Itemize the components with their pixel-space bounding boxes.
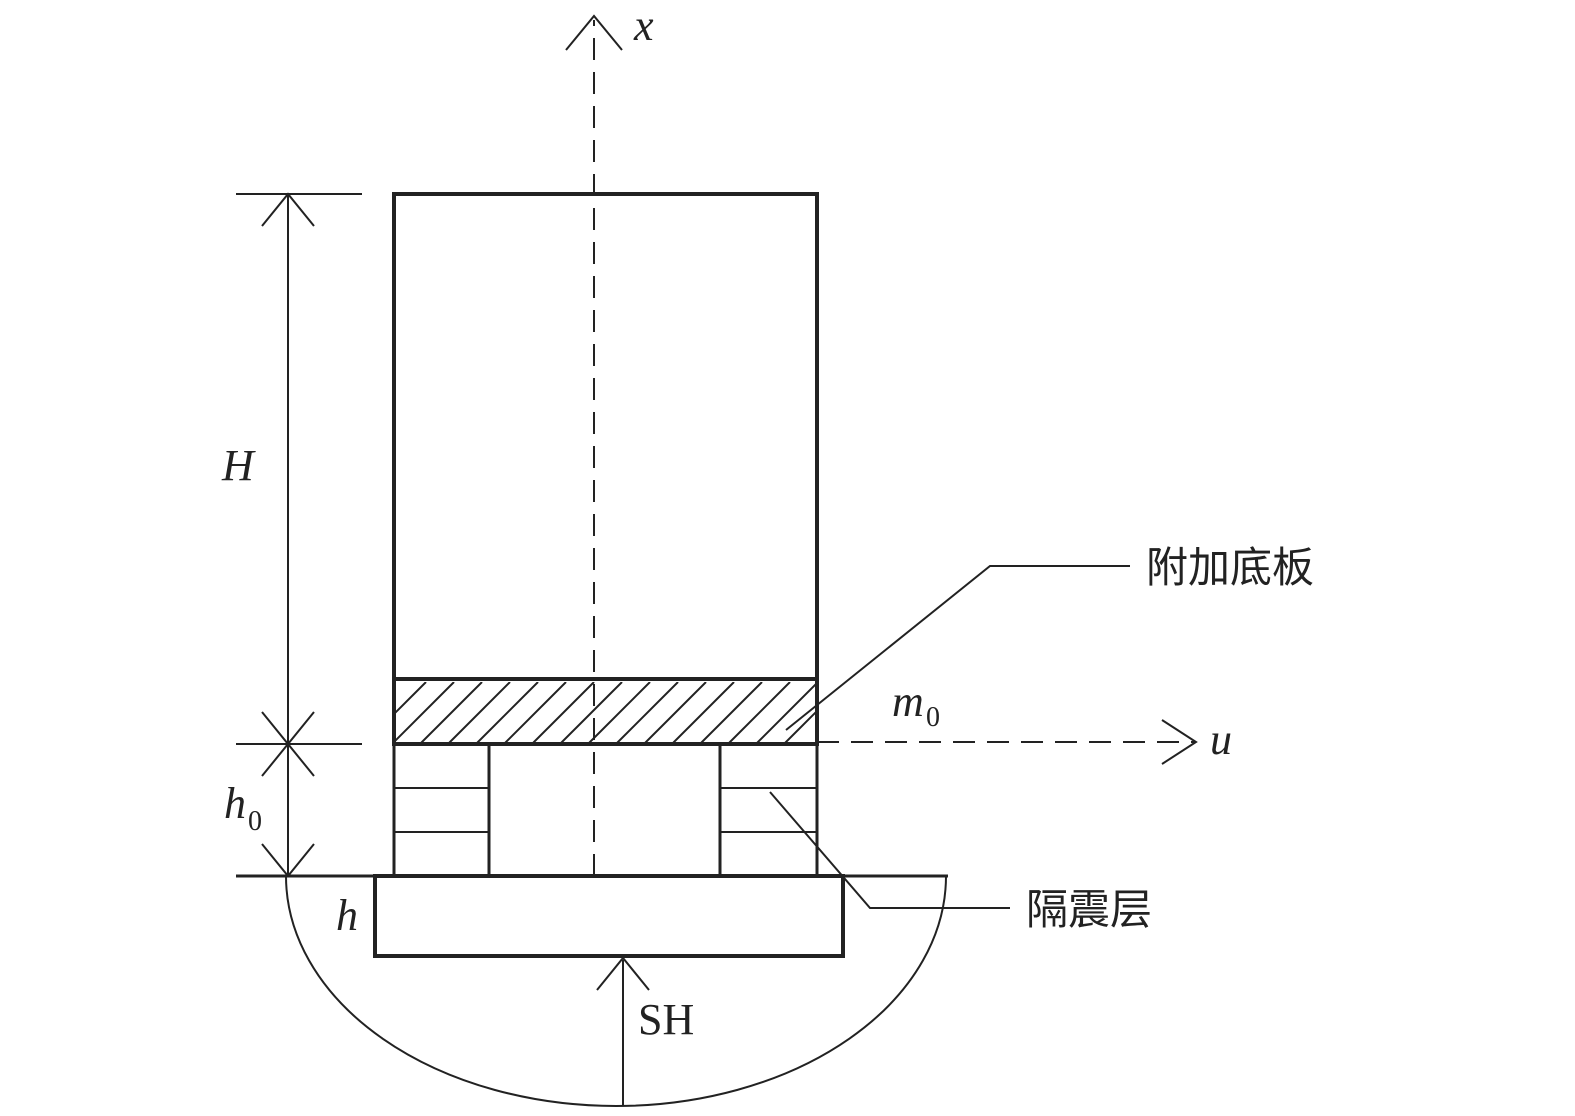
left-isolation-bearing — [392, 744, 491, 876]
u-axis-label: u — [1210, 715, 1232, 764]
base-plate-hatching — [394, 682, 817, 744]
superstructure-body — [392, 192, 819, 746]
sh-wave-label: SH — [638, 995, 694, 1044]
embedded-foundation — [373, 874, 845, 958]
isolation-layer-callout: 隔震层 — [1026, 885, 1152, 934]
isolation-height-label: h — [224, 779, 246, 828]
base-mass-subscript: 0 — [926, 702, 940, 733]
u-axis-arrowhead — [1161, 719, 1198, 765]
sh-wave-arrowhead — [596, 956, 650, 991]
base-mass-label: m — [892, 677, 924, 726]
x-axis-label: x — [633, 1, 654, 50]
height-H-label: H — [221, 441, 256, 490]
soil-boundary-arc — [285, 875, 947, 1107]
isolation-height-subscript: 0 — [248, 806, 262, 837]
base-plate-callout: 附加底板 — [1146, 543, 1314, 592]
height-dimension — [236, 192, 362, 878]
base-plate-leader — [785, 565, 1130, 731]
isolation-layer-leader — [769, 791, 1010, 909]
x-axis-arrowhead — [565, 14, 623, 51]
right-isolation-bearing — [718, 744, 819, 876]
foundation-depth-label: h — [336, 891, 358, 940]
